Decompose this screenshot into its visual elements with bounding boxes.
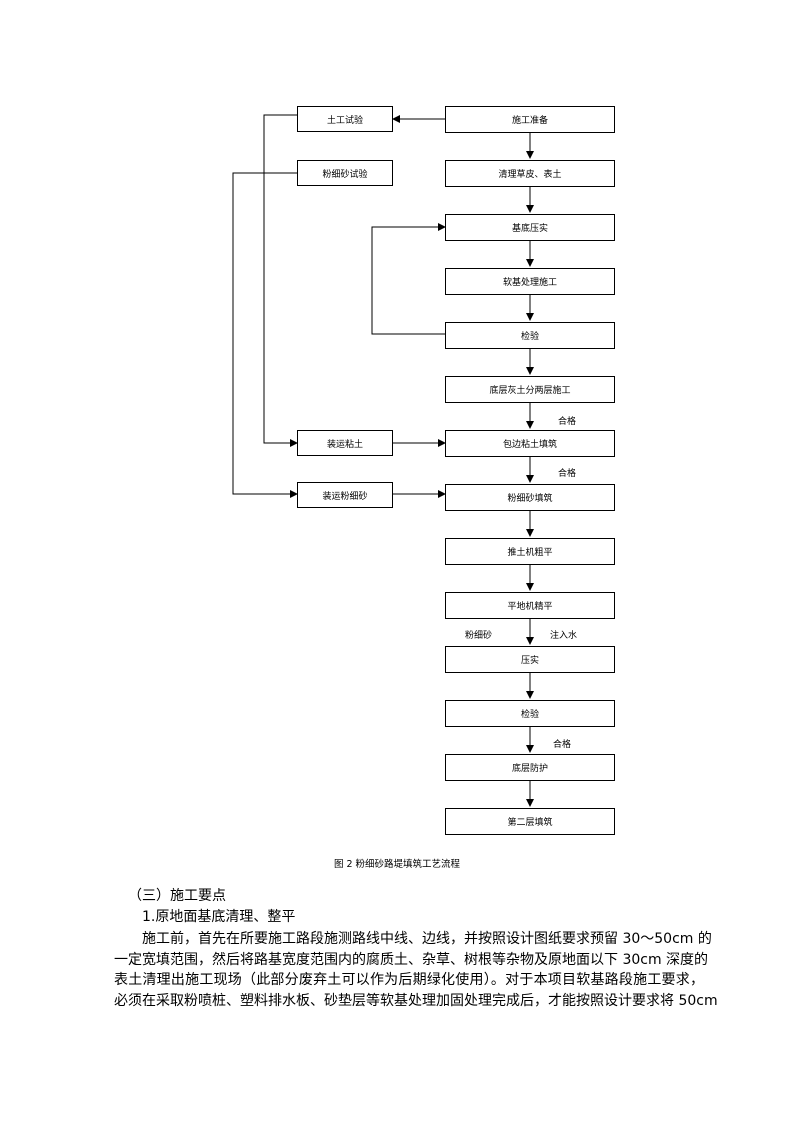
step-inspection-2: 检验 bbox=[445, 700, 615, 727]
label-fine-sand: 粉细砂 bbox=[465, 631, 493, 641]
step-compaction: 压实 bbox=[445, 646, 615, 673]
step-soft-foundation: 软基处理施工 bbox=[445, 268, 615, 295]
paragraph-line: 施工前，首先在所要施工路段施测路线中线、边线，并按照设计图纸要求预留 30～50… bbox=[142, 931, 712, 947]
step-bottom-protection: 底层防护 bbox=[445, 754, 615, 781]
figure-caption: 图 2 粉细砂路堤填筑工艺流程 bbox=[333, 859, 461, 870]
step-clay-edge-fill: 包边粘土填筑 bbox=[445, 430, 615, 457]
soil-test-to-haul-clay bbox=[263, 114, 298, 447]
label-pass-1: 合格 bbox=[558, 417, 577, 427]
paragraph-line: 表土清理出施工现场（此部分废弃土可以作为后期绿化使用）。对于本项目软基路段施工要… bbox=[114, 972, 704, 988]
step-bulldozer-level: 推土机粗平 bbox=[445, 538, 615, 565]
step-inspection-1: 检验 bbox=[445, 322, 615, 349]
inspection-loop bbox=[371, 223, 446, 335]
step-second-layer-fill: 第二层填筑 bbox=[445, 808, 615, 835]
step-lime-soil-layers: 底层灰土分两层施工 bbox=[445, 376, 615, 403]
section-heading: （三）施工要点 bbox=[128, 888, 226, 904]
box-sand-test: 粉细砂试验 bbox=[297, 160, 393, 186]
label-water: 注入水 bbox=[550, 631, 578, 641]
box-haul-sand: 装运粉细砂 bbox=[297, 482, 393, 508]
step-base-compaction: 基底压实 bbox=[445, 214, 615, 241]
step-grader-level: 平地机精平 bbox=[445, 592, 615, 619]
label-pass-2: 合格 bbox=[558, 469, 577, 479]
subheading: 1.原地面基底清理、整平 bbox=[142, 909, 296, 925]
box-soil-test: 土工试验 bbox=[297, 106, 393, 132]
paragraph-line: 一定宽填范围，然后将路基宽度范围内的腐质土、杂草、树根等杂物及原地面以下 30c… bbox=[114, 951, 709, 968]
step-clear-topsoil: 清理草皮、表土 bbox=[445, 160, 615, 187]
label-pass-3: 合格 bbox=[553, 740, 572, 750]
body-paragraph: 施工前，首先在所要施工路段施测路线中线、边线，并按照设计图纸要求预留 30～50… bbox=[114, 929, 718, 1011]
sand-test-to-haul-sand bbox=[232, 172, 298, 498]
step-construction-prep: 施工准备 bbox=[445, 106, 615, 133]
box-haul-clay: 装运粘土 bbox=[297, 430, 393, 456]
paragraph-line: 必须在采取粉喷桩、塑料排水板、砂垫层等软基处理加固处理完成后，才能按照设计要求将… bbox=[114, 992, 718, 1009]
flowchart-connectors bbox=[232, 114, 534, 807]
step-sand-fill: 粉细砂填筑 bbox=[445, 484, 615, 511]
